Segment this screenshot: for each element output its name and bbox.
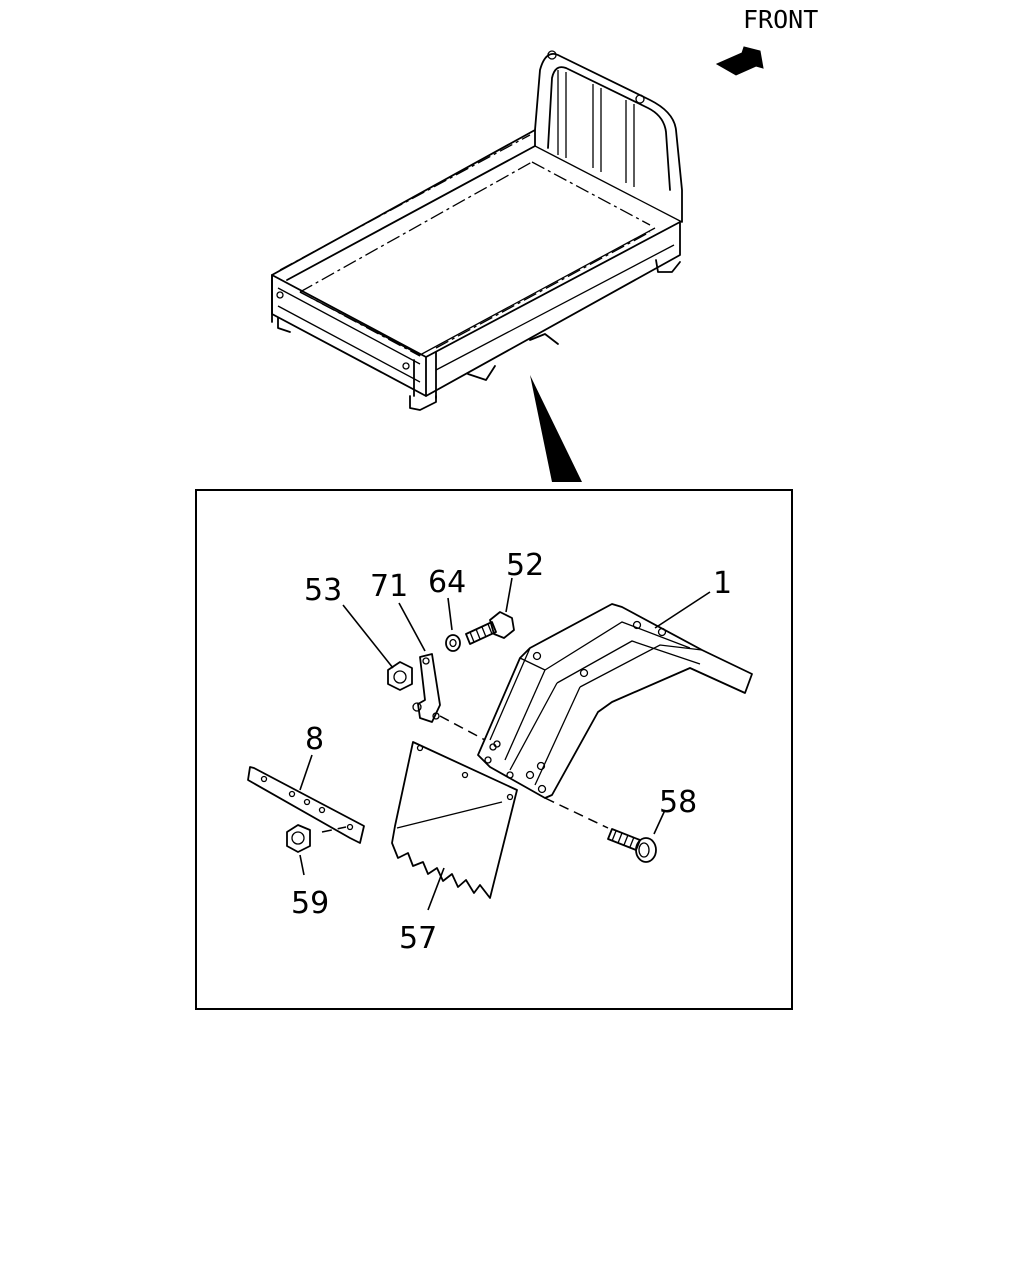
truck-flatbed [271,50,683,411]
front-arrow-icon [715,46,764,76]
callout-1: 1 [713,566,732,601]
bracket-part [412,653,441,723]
pointer-wedge-icon [530,375,582,482]
mud-flap-part [391,741,518,899]
callout-59: 59 [291,886,329,921]
callout-8: 8 [305,722,324,757]
callout-52: 52 [506,548,544,583]
mud-guard-part [477,603,753,799]
callout-57: 57 [399,921,437,956]
bolt-part [465,611,515,645]
front-label: FRONT [743,5,818,34]
flange-bolt-part [607,828,657,863]
callout-53: 53 [304,573,342,608]
nut-part [387,661,413,691]
detail-frame [195,489,793,1010]
callout-71: 71 [370,569,408,604]
strip-bar-part [247,766,365,844]
flange-nut-part [286,824,311,853]
washer-part [445,634,461,652]
callout-64: 64 [428,565,466,600]
callout-58: 58 [659,785,697,820]
